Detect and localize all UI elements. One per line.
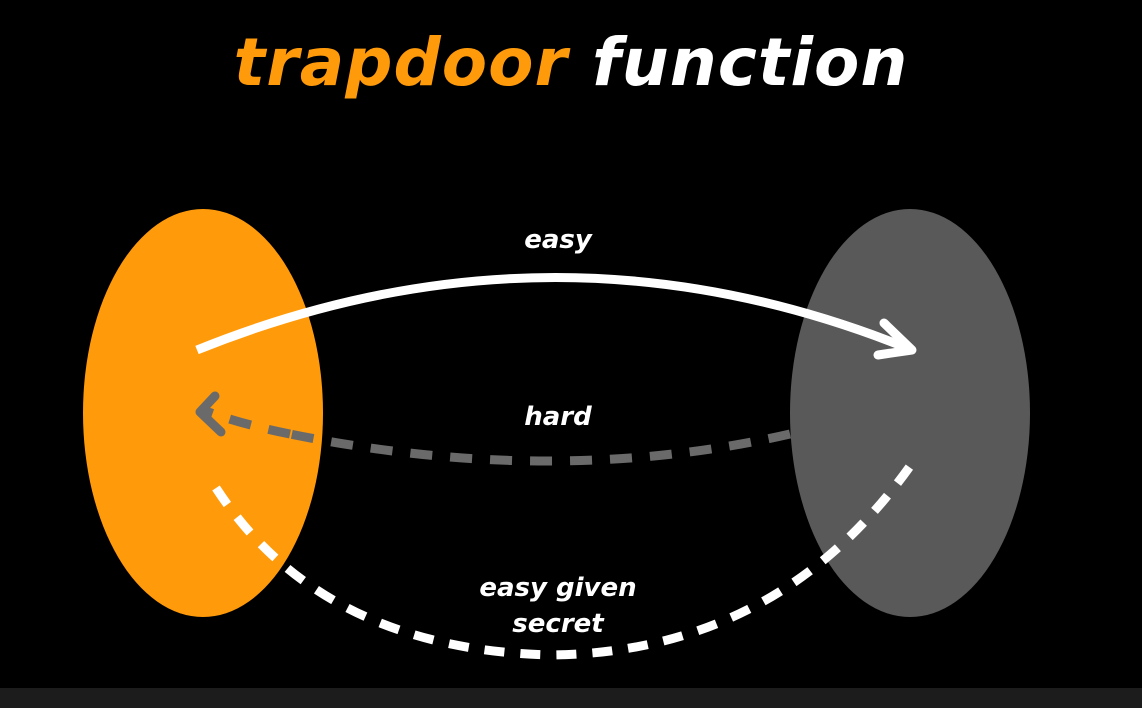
hard-arrow	[289, 429, 792, 466]
easy-arrow	[195, 273, 914, 355]
hard-arrow-end	[201, 405, 291, 439]
title-word-trapdoor: trapdoor	[233, 24, 569, 101]
footer-bar	[0, 688, 1142, 708]
hard-arrowhead	[195, 391, 226, 437]
range-ellipse	[790, 209, 1030, 617]
title-word-function: function	[592, 24, 909, 101]
label-secret: secret	[512, 609, 605, 639]
label-easy: easy	[524, 225, 593, 255]
slide-title: trapdoor function	[0, 30, 1142, 96]
easy-given-secret-arrow	[212, 459, 917, 660]
label-easy-given: easy given	[479, 573, 636, 603]
easy-arrowhead	[873, 318, 917, 360]
label-hard: hard	[524, 402, 592, 432]
